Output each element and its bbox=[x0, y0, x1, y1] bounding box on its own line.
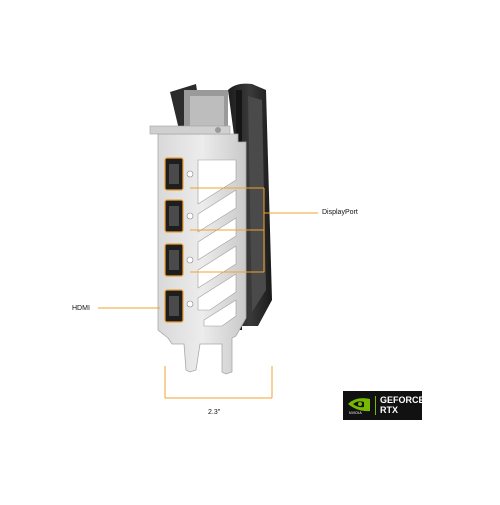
badge-divider bbox=[375, 396, 376, 415]
vent-slots bbox=[197, 159, 237, 327]
nvidia-eye-logo-icon bbox=[348, 398, 370, 412]
port-screws bbox=[186, 170, 194, 308]
displayport-port-1 bbox=[164, 157, 184, 191]
rtx-text: RTX bbox=[380, 405, 398, 415]
displayport-callout-lines bbox=[190, 187, 318, 273]
width-dimension-bracket bbox=[164, 366, 273, 399]
displayport-port-2 bbox=[164, 199, 184, 233]
geforce-rtx-badge: NVIDIA GEFORCE RTX bbox=[343, 391, 425, 420]
width-label: 2.3" bbox=[208, 409, 221, 416]
hdmi-label: HDMI bbox=[72, 305, 90, 312]
displayport-port-3 bbox=[164, 243, 184, 277]
nvidia-brand-text: NVIDIA bbox=[349, 411, 362, 415]
geforce-text: GEFORCE bbox=[380, 395, 425, 405]
hdmi-port bbox=[164, 289, 184, 323]
displayport-label: DisplayPort bbox=[322, 209, 358, 216]
